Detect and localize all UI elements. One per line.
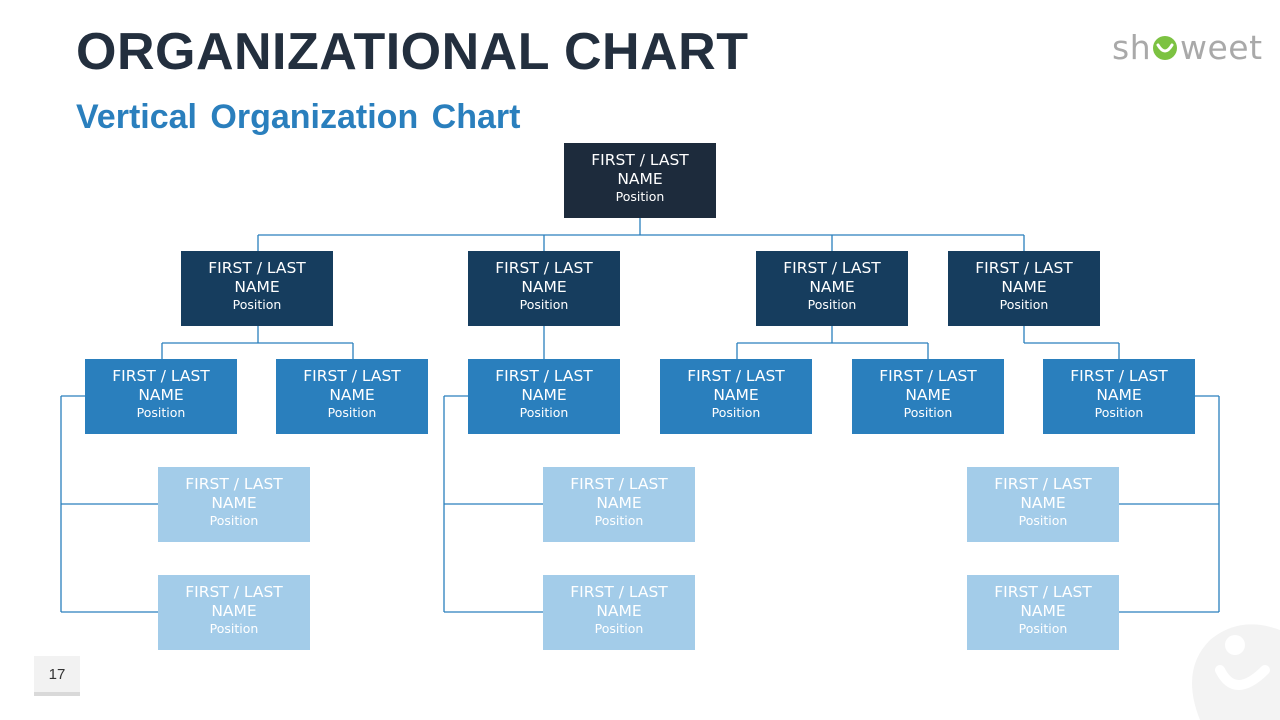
- node-position: Position: [136, 405, 186, 420]
- org-node-staff: FIRST / LAST NAME Position: [85, 359, 237, 434]
- org-node-manager: FIRST / LAST NAME Position: [756, 251, 908, 326]
- node-name: FIRST / LAST NAME: [185, 583, 283, 620]
- org-node-assistant: FIRST / LAST NAME Position: [543, 575, 695, 650]
- page-number: 17: [34, 656, 80, 696]
- node-position: Position: [1094, 405, 1144, 420]
- org-node-assistant: FIRST / LAST NAME Position: [158, 467, 310, 542]
- logo-text-after: weet: [1180, 28, 1263, 67]
- node-name: FIRST / LAST NAME: [303, 367, 401, 404]
- slide-subtitle: Vertical Organization Chart: [76, 98, 521, 136]
- node-name: FIRST / LAST NAME: [185, 475, 283, 512]
- node-name: FIRST / LAST NAME: [994, 475, 1092, 512]
- showeet-logo: sh weet: [1112, 28, 1262, 68]
- node-name: FIRST / LAST NAME: [591, 151, 689, 188]
- node-position: Position: [711, 405, 761, 420]
- org-node-staff: FIRST / LAST NAME Position: [660, 359, 812, 434]
- node-position: Position: [1018, 621, 1068, 636]
- node-name: FIRST / LAST NAME: [1070, 367, 1168, 404]
- logo-heart-icon: [1153, 36, 1177, 60]
- node-name: FIRST / LAST NAME: [208, 259, 306, 296]
- node-position: Position: [519, 297, 569, 312]
- node-name: FIRST / LAST NAME: [879, 367, 977, 404]
- org-node-manager: FIRST / LAST NAME Position: [468, 251, 620, 326]
- node-position: Position: [1018, 513, 1068, 528]
- node-position: Position: [903, 405, 953, 420]
- org-node-assistant: FIRST / LAST NAME Position: [967, 467, 1119, 542]
- node-position: Position: [594, 513, 644, 528]
- org-node-assistant: FIRST / LAST NAME Position: [543, 467, 695, 542]
- node-position: Position: [999, 297, 1049, 312]
- org-node-assistant: FIRST / LAST NAME Position: [158, 575, 310, 650]
- org-node-staff: FIRST / LAST NAME Position: [276, 359, 428, 434]
- watermark-leaf-icon: [1192, 624, 1280, 720]
- node-position: Position: [519, 405, 569, 420]
- node-position: Position: [209, 621, 259, 636]
- node-name: FIRST / LAST NAME: [570, 475, 668, 512]
- node-name: FIRST / LAST NAME: [994, 583, 1092, 620]
- slide-title: ORGANIZATIONAL CHART: [76, 23, 749, 81]
- logo-text-before: sh: [1112, 28, 1152, 67]
- org-node-assistant: FIRST / LAST NAME Position: [967, 575, 1119, 650]
- org-node-manager: FIRST / LAST NAME Position: [948, 251, 1100, 326]
- node-name: FIRST / LAST NAME: [975, 259, 1073, 296]
- org-node-manager: FIRST / LAST NAME Position: [181, 251, 333, 326]
- node-name: FIRST / LAST NAME: [570, 583, 668, 620]
- node-position: Position: [327, 405, 377, 420]
- node-name: FIRST / LAST NAME: [112, 367, 210, 404]
- org-node-staff: FIRST / LAST NAME Position: [852, 359, 1004, 434]
- org-node-staff: FIRST / LAST NAME Position: [1043, 359, 1195, 434]
- node-position: Position: [232, 297, 282, 312]
- node-name: FIRST / LAST NAME: [495, 259, 593, 296]
- node-name: FIRST / LAST NAME: [495, 367, 593, 404]
- node-position: Position: [209, 513, 259, 528]
- node-name: FIRST / LAST NAME: [783, 259, 881, 296]
- node-name: FIRST / LAST NAME: [687, 367, 785, 404]
- node-position: Position: [594, 621, 644, 636]
- node-position: Position: [615, 189, 665, 204]
- org-node-staff: FIRST / LAST NAME Position: [468, 359, 620, 434]
- node-position: Position: [807, 297, 857, 312]
- org-node-root: FIRST / LAST NAME Position: [564, 143, 716, 218]
